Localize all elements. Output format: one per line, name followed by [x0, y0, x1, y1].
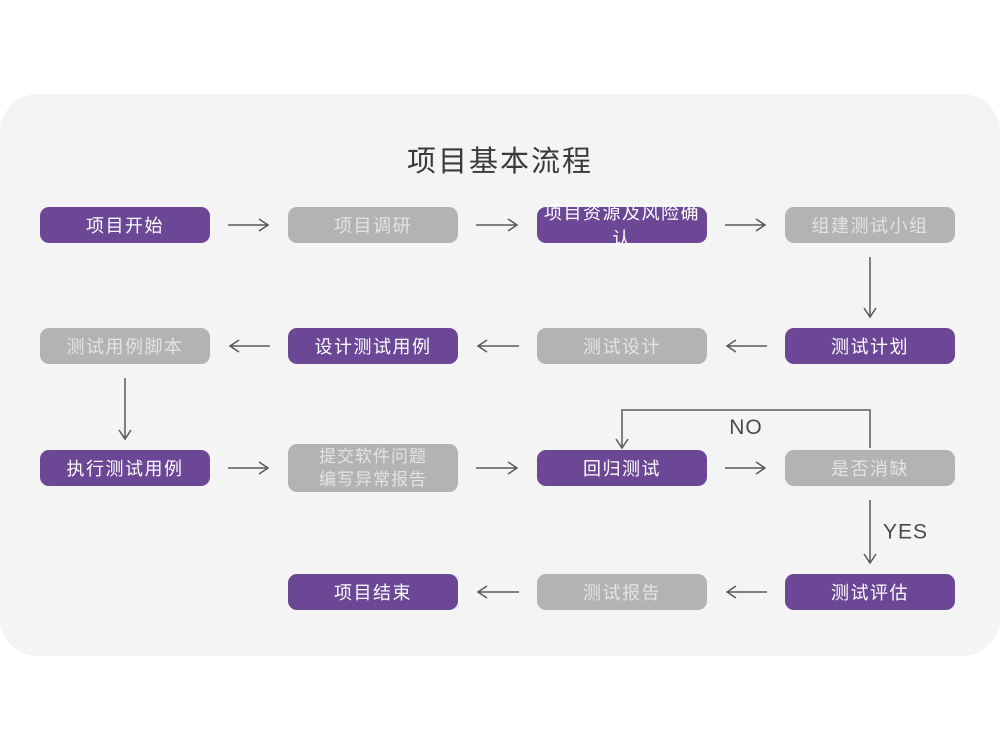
flow-node-end: 项目结束	[288, 574, 458, 610]
diagram-title: 项目基本流程	[406, 146, 593, 178]
flow-node-scripts: 测试用例脚本	[40, 328, 210, 364]
flow-node-execute: 执行测试用例	[40, 450, 210, 486]
flow-node-design: 测试设计	[537, 328, 707, 364]
flow-node-risk: 项目资源及风险确认	[537, 203, 707, 249]
flow-node-cases: 设计测试用例	[288, 328, 458, 364]
flow-node-team: 组建测试小组	[785, 207, 955, 243]
flowchart-card	[0, 94, 1000, 656]
flow-node-plan: 测试计划	[785, 328, 955, 364]
flow-node-evaluate: 测试评估	[785, 574, 955, 610]
flow-node-regression: 回归测试	[537, 450, 707, 486]
flow-node-report-issues: 提交软件问题 编写异常报告	[288, 444, 458, 492]
flow-node-research: 项目调研	[288, 207, 458, 243]
flow-node-start: 项目开始	[40, 207, 210, 243]
flow-node-defect-check: 是否消缺	[785, 450, 955, 486]
flow-node-test-report: 测试报告	[537, 574, 707, 610]
